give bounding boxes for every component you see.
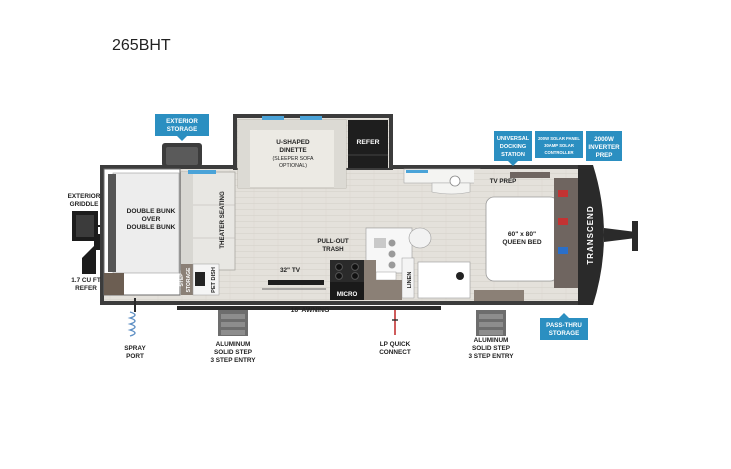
pass-thru-line-1: PASS-THRU — [546, 322, 582, 329]
inverter-line-2: INVERTER — [588, 144, 620, 151]
step-entry-right-line-1: ALUMINUM — [474, 337, 509, 344]
dinette-line-2: DINETTE — [279, 147, 307, 154]
lp-quick-line-2: CONNECT — [379, 349, 411, 356]
step-storage-line-1: STEP — [179, 273, 185, 287]
universal-docking-line-2: DOCKING — [500, 144, 526, 150]
exterior-storage-line-1: EXTERIOR — [166, 118, 198, 125]
theater-seating — [180, 170, 236, 271]
kitchen-counter — [403, 168, 481, 195]
step-entry-right-line-2: SOLID STEP — [472, 345, 511, 352]
stove — [330, 260, 402, 300]
bunk-room — [103, 168, 181, 296]
exterior-storage-line-2: STORAGE — [167, 126, 197, 133]
solar-line-3: CONTROLLER — [544, 150, 573, 155]
pull-out-trash-line-2: TRASH — [322, 246, 344, 253]
exterior-griddle-line-2: GRIDDLE — [70, 201, 99, 208]
brand-label: TRANSCEND — [586, 205, 595, 264]
queen-bed-line-1: 60" x 80" — [508, 231, 536, 238]
dinette-line-4: OPTIONAL) — [279, 163, 307, 169]
step-entry-right-line-3: 3 STEP ENTRY — [468, 353, 514, 360]
step-entry-left-line-1: ALUMINUM — [216, 341, 251, 348]
model-title: 265BHT — [112, 37, 171, 54]
callout-exterior-storage — [155, 114, 209, 141]
callout-inverter — [586, 131, 622, 161]
refer-ext-line-1: 1.7 CU FT — [71, 277, 101, 284]
inverter-line-3: PREP — [596, 152, 613, 159]
solar-line-1: 200W SOLAR PANEL — [538, 136, 580, 141]
exterior-griddle-line-1: EXTERIOR — [68, 193, 101, 200]
entry-step-left — [218, 310, 248, 336]
entry-step-right — [476, 310, 506, 336]
exterior-refer — [82, 234, 102, 274]
callout-solar — [535, 131, 583, 158]
spray-port-line-2: PORT — [126, 353, 144, 360]
bunk-label-line-3: DOUBLE BUNK — [127, 224, 176, 231]
pass-thru-line-2: STORAGE — [549, 330, 579, 337]
theater-label: THEATER SEATING — [219, 191, 226, 249]
spray-port — [127, 298, 136, 337]
step-entry-left-line-2: SOLID STEP — [214, 349, 253, 356]
tv-32-label: 32" TV — [280, 267, 301, 274]
solar-line-2: 30AMP SOLAR — [544, 143, 574, 148]
callout-pass-thru — [540, 313, 588, 340]
bathroom — [365, 227, 471, 299]
exterior-griddle — [72, 211, 104, 241]
step-storage — [181, 263, 220, 296]
dinette — [237, 116, 347, 189]
bunk-label-line-2: OVER — [142, 216, 161, 223]
awning-label: 16' AWNING — [291, 307, 330, 314]
bunk-label-line-1: DOUBLE BUNK — [127, 208, 176, 215]
linen-label: LINEN — [407, 272, 413, 289]
tv-32 — [262, 280, 326, 290]
queen-bed-line-2: QUEEN BED — [502, 239, 541, 246]
exterior-storage-box — [162, 143, 202, 167]
refer-ext-line-2: REFER — [75, 285, 97, 292]
spray-port-line-1: SPRAY — [124, 345, 146, 352]
universal-docking-line-1: UNIVERSAL — [497, 136, 530, 142]
universal-docking-line-3: STATION — [501, 152, 525, 158]
pull-out-trash-line-1: PULL-OUT — [317, 238, 348, 245]
lp-quick-connect — [392, 310, 398, 335]
step-entry-left-line-3: 3 STEP ENTRY — [210, 357, 256, 364]
dinette-line-3: (SLEEPER SOFA — [273, 156, 314, 162]
callout-universal-docking — [494, 131, 532, 166]
awning — [177, 306, 441, 310]
step-storage-line-2: STORAGE — [186, 267, 192, 292]
refrigerator — [348, 120, 388, 168]
bedroom — [474, 169, 578, 301]
micro-label: MICRO — [337, 291, 358, 298]
dinette-line-1: U-SHAPED — [276, 139, 310, 146]
lp-quick-line-1: LP QUICK — [380, 341, 411, 348]
refer-label: REFER — [356, 139, 379, 146]
tv-prep-label: TV PREP — [490, 178, 516, 185]
inverter-line-1: 2000W — [594, 136, 614, 143]
pet-dish-label: PET DISH — [211, 267, 217, 293]
